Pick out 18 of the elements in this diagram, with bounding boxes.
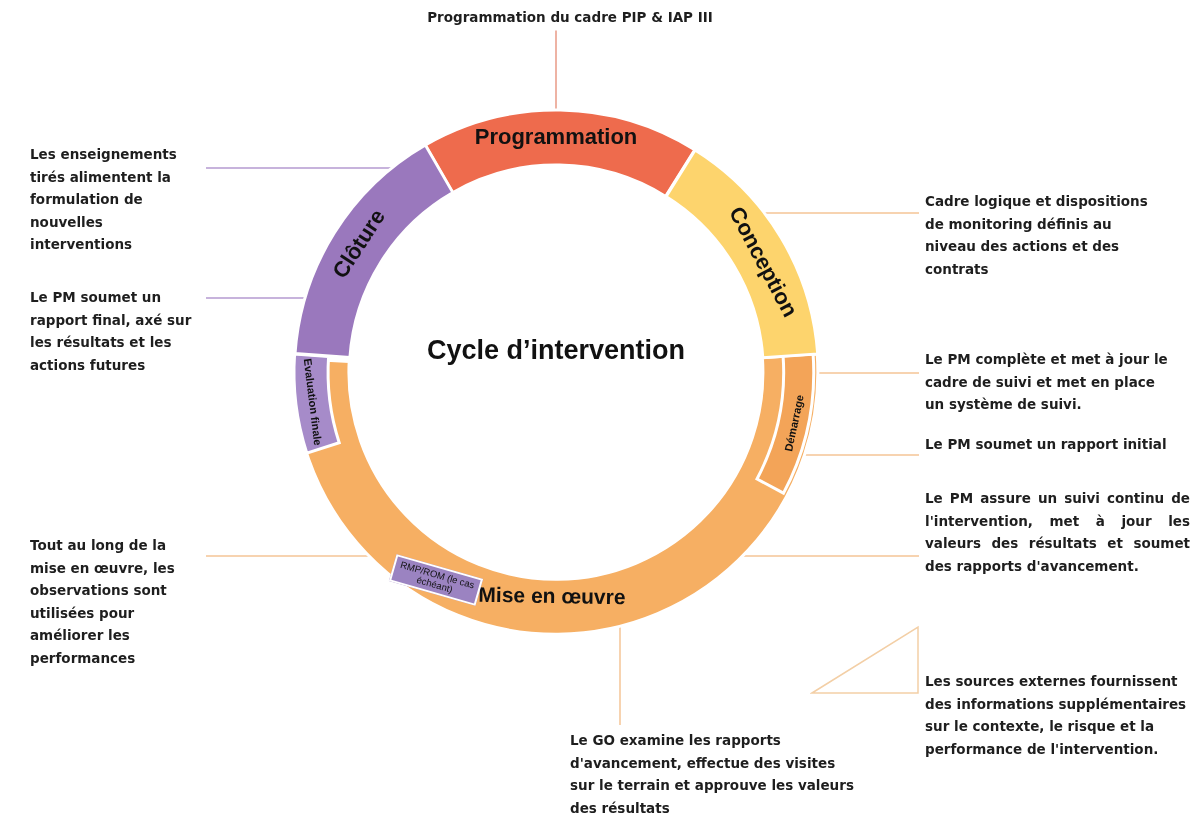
annotation-text: Le PM soumet un rapport initial [925, 433, 1195, 456]
leader-line [555, 29, 557, 111]
annotation-text: Programmation du cadre PIP & IAP III [360, 6, 780, 29]
diagram-title: Cycle d’intervention [425, 335, 687, 366]
leader-line [741, 555, 920, 557]
annotation-text: Le PM soumet un rapport final, axé sur les résultats et les actions futures [30, 286, 200, 376]
phase-label: Programmation [474, 124, 638, 150]
leader-line [619, 625, 621, 726]
leader-line [205, 167, 393, 169]
annotation-text: Cadre logique et dispositions de monitoring définis au niveau des actions et des contrats [925, 190, 1165, 280]
leader-line [205, 297, 306, 299]
note-text: Les sources externes fournissent des informations supplémentaires sur le contexte, le risque et la performance de l'intervention. [925, 672, 1188, 759]
annotation-text: Tout au long de la mise en œuvre, les observations sont utilisées pour améliorer les performances [30, 534, 200, 669]
annotation-text: Le GO examine les rapports d'avancement, effectue des visites sur le terrain et approuve les valeurs des résultats [570, 729, 855, 819]
annotation-text: Les enseignements tirés alimentent la formulation de nouvelles interventions [30, 143, 200, 256]
phase-label: Evaluation finale [301, 357, 325, 446]
annotation-text: Le PM assure un suivi continu de l'intervention, met à jour les valeurs des résultats et soumet des rapports d'avancement. [925, 487, 1190, 577]
annotation-text: Le PM complète et met à jour le cadre de suivi et met en place un système de suivi. [925, 348, 1170, 416]
